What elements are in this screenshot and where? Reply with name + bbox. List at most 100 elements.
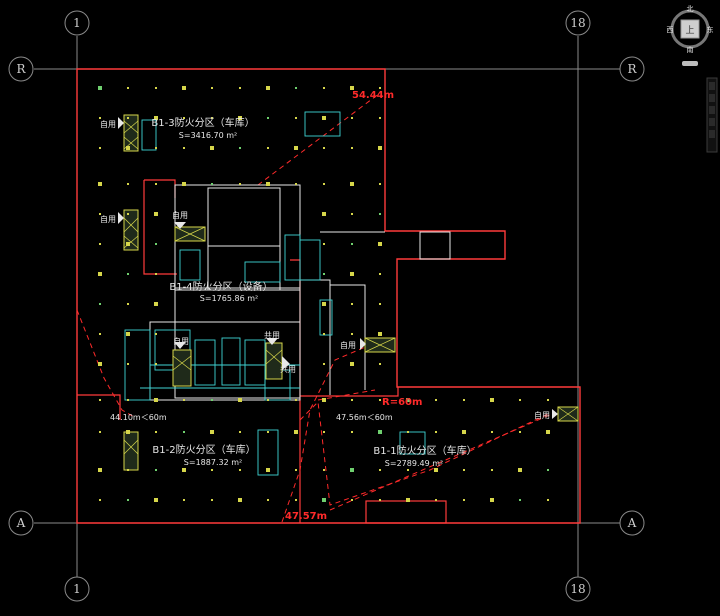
evacuation-lines — [76, 92, 553, 523]
column-marker — [127, 303, 129, 305]
zone-name-b11: B1-1防火分区（车库） — [373, 444, 476, 457]
column-marker — [490, 398, 494, 402]
grid-label-top-1: 1 — [73, 16, 81, 30]
stair-b14-1 — [172, 349, 192, 387]
stair-hatch — [123, 120, 579, 455]
column-marker — [323, 363, 325, 365]
column-marker — [154, 302, 158, 306]
nav-bar-button-1[interactable] — [709, 82, 715, 90]
column-marker — [295, 117, 297, 119]
column-marker — [407, 431, 409, 433]
room-c13 — [399, 431, 426, 455]
column-marker — [323, 431, 325, 433]
column-marker — [239, 87, 241, 89]
column-marker — [463, 399, 465, 401]
column-marker — [323, 273, 325, 275]
column-marker — [98, 182, 102, 186]
column-marker — [238, 116, 242, 120]
column-marker — [127, 399, 129, 401]
nav-bar-button-3[interactable] — [709, 106, 715, 114]
column-marker — [435, 431, 437, 433]
nav-bar-button-4[interactable] — [709, 118, 715, 126]
zone-name-b14: B1-4防火分区（设备） — [169, 280, 272, 293]
column-marker — [211, 399, 213, 401]
column-marker — [379, 303, 381, 305]
column-marker — [378, 146, 382, 150]
viewcube-west[interactable]: 西 — [667, 26, 674, 34]
room-c15 — [319, 299, 333, 336]
viewcube-north[interactable]: 北 — [687, 5, 694, 13]
column-marker — [99, 117, 101, 119]
grid-label-left-a: A — [16, 516, 26, 530]
column-marker — [155, 273, 157, 275]
column-marker — [267, 431, 269, 433]
column-marker — [99, 147, 101, 149]
column-marker — [239, 147, 241, 149]
column-marker — [182, 182, 186, 186]
column-marker — [406, 398, 410, 402]
column-marker — [295, 469, 297, 471]
viewcube[interactable]: 上 北 南 东 西 — [667, 5, 714, 66]
viewcube-top-label: 上 — [685, 25, 694, 36]
viewcube-compass-ring[interactable] — [670, 9, 710, 49]
zone-name-b12: B1-2防火分区（车库） — [152, 443, 255, 456]
exit-arrow-4 — [360, 338, 366, 350]
column-marker — [547, 469, 549, 471]
column-marker — [351, 333, 353, 335]
viewcube-east[interactable]: 东 — [707, 25, 714, 34]
column-marker — [183, 431, 185, 433]
column-marker — [491, 431, 493, 433]
column-marker — [491, 469, 493, 471]
grid-bubble-bottom-18 — [565, 576, 591, 602]
column-marker — [435, 399, 437, 401]
exit-arrow-2 — [118, 212, 124, 224]
column-marker — [126, 146, 130, 150]
grid-bubble-top-1 — [64, 10, 90, 36]
evac-line-b12-center — [281, 344, 371, 523]
column-marker — [435, 499, 437, 501]
viewcube-wcs-menu[interactable] — [682, 61, 698, 66]
nav-bar[interactable] — [706, 77, 718, 153]
nav-bar-button-2[interactable] — [709, 94, 715, 102]
column-marker — [519, 399, 521, 401]
column-marker — [99, 499, 101, 501]
column-marker — [154, 116, 158, 120]
column-marker — [154, 212, 158, 216]
column-marker — [350, 182, 354, 186]
column-marker — [183, 147, 185, 149]
grid-label-top-18: 18 — [570, 16, 585, 30]
column-marker — [379, 213, 381, 215]
nav-bar-frame[interactable] — [706, 77, 718, 153]
exit-label-b11-1: 自用 — [340, 340, 356, 350]
column-marker — [547, 399, 549, 401]
zone-area-b11: S=2789.49 m² — [385, 459, 443, 468]
structural-columns — [98, 86, 550, 502]
column-marker — [182, 468, 186, 472]
grid-bubble-left-r — [8, 56, 34, 82]
exit-arrow-1 — [118, 117, 124, 129]
dimension-r60: R=60m — [382, 397, 422, 408]
column-marker — [323, 333, 325, 335]
column-marker — [211, 183, 213, 185]
column-marker — [266, 182, 270, 186]
column-marker — [379, 469, 381, 471]
viewcube-face[interactable] — [680, 19, 700, 39]
column-marker — [323, 147, 325, 149]
viewcube-south[interactable]: 南 — [687, 45, 694, 54]
column-marker — [462, 430, 466, 434]
core-east-wall-2 — [330, 284, 366, 390]
grid-label-right-r: R — [627, 62, 637, 76]
room-c6 — [194, 339, 216, 386]
nav-bar-button-5[interactable] — [709, 130, 715, 138]
column-marker — [210, 430, 214, 434]
column-marker — [154, 498, 158, 502]
column-marker — [182, 86, 186, 90]
evac-line-b11-short — [317, 389, 376, 401]
column-marker — [322, 498, 326, 502]
column-marker — [155, 87, 157, 89]
column-marker — [379, 399, 381, 401]
zone-name-b13: B1-3防火分区（车库） — [151, 116, 254, 129]
column-marker — [238, 498, 242, 502]
grid-bubble-left-a — [8, 510, 34, 536]
column-marker — [379, 363, 381, 365]
